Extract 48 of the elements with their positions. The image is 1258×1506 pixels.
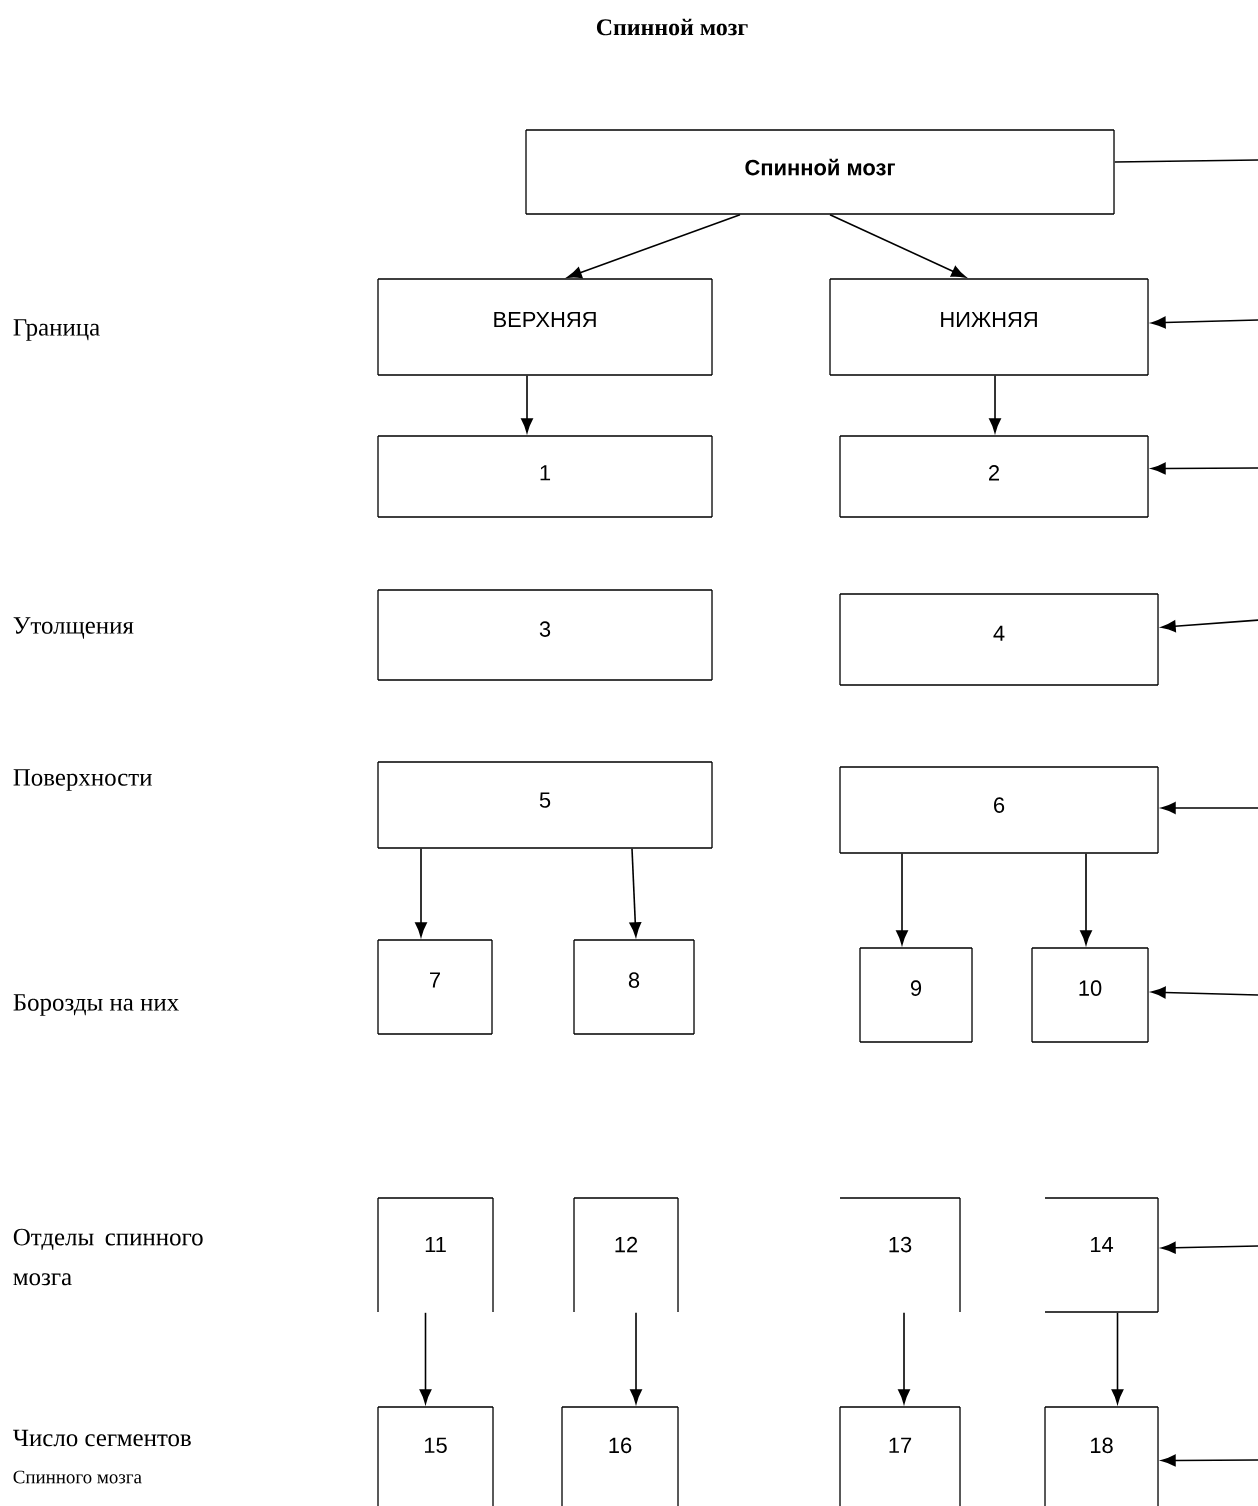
arrow — [630, 1312, 642, 1404]
arrow — [1161, 619, 1258, 633]
arrow — [419, 1312, 432, 1404]
arrow — [896, 853, 908, 945]
arrow — [1161, 1241, 1258, 1254]
row-label: Поверхности — [13, 769, 152, 791]
box: 17 — [839, 1406, 961, 1506]
arrow — [989, 375, 1001, 433]
box: 2 — [839, 435, 1149, 518]
arrow — [1151, 316, 1258, 329]
arrow — [1151, 986, 1258, 999]
row-label: Борозды на них — [13, 994, 179, 1016]
row-label: Отделы спинного мозга — [13, 1228, 203, 1286]
box: 1 — [377, 435, 713, 518]
box: 10 — [1031, 947, 1149, 1043]
box: НИЖНЯЯ — [829, 278, 1149, 376]
row-label: Утолщения — [13, 617, 134, 639]
title-box: Спинной мозг — [525, 129, 1115, 215]
box: 6 — [839, 766, 1159, 854]
arrow — [898, 1312, 910, 1404]
row-label: Число сегментов — [13, 1429, 191, 1447]
box: ВЕРХНЯЯ — [377, 278, 713, 376]
box: 9 — [859, 947, 973, 1043]
arrow — [1151, 462, 1258, 475]
box: 13 — [839, 1197, 961, 1313]
arrow — [829, 214, 966, 278]
box: 14 — [1044, 1197, 1159, 1313]
box: 15 — [377, 1406, 494, 1506]
row-label: Спинного мозга — [13, 1470, 142, 1484]
box: 18 — [1044, 1406, 1159, 1506]
arrow — [1111, 1312, 1124, 1404]
box: 8 — [573, 939, 695, 1035]
arrow — [415, 848, 427, 937]
arrow — [1161, 1454, 1258, 1467]
box: 5 — [377, 761, 713, 849]
box: 3 — [377, 589, 713, 681]
arrow — [1080, 853, 1092, 945]
box: 7 — [377, 939, 493, 1035]
box: 16 — [561, 1406, 679, 1506]
arrow — [629, 848, 642, 937]
box: 11 — [377, 1197, 494, 1313]
box: 4 — [839, 593, 1159, 686]
arrow — [521, 375, 533, 433]
arrow — [1161, 802, 1258, 814]
box: 12 — [573, 1197, 679, 1313]
arrow — [567, 214, 741, 279]
row-label: Граница — [13, 319, 100, 341]
title: Спинной мозг — [596, 18, 748, 36]
